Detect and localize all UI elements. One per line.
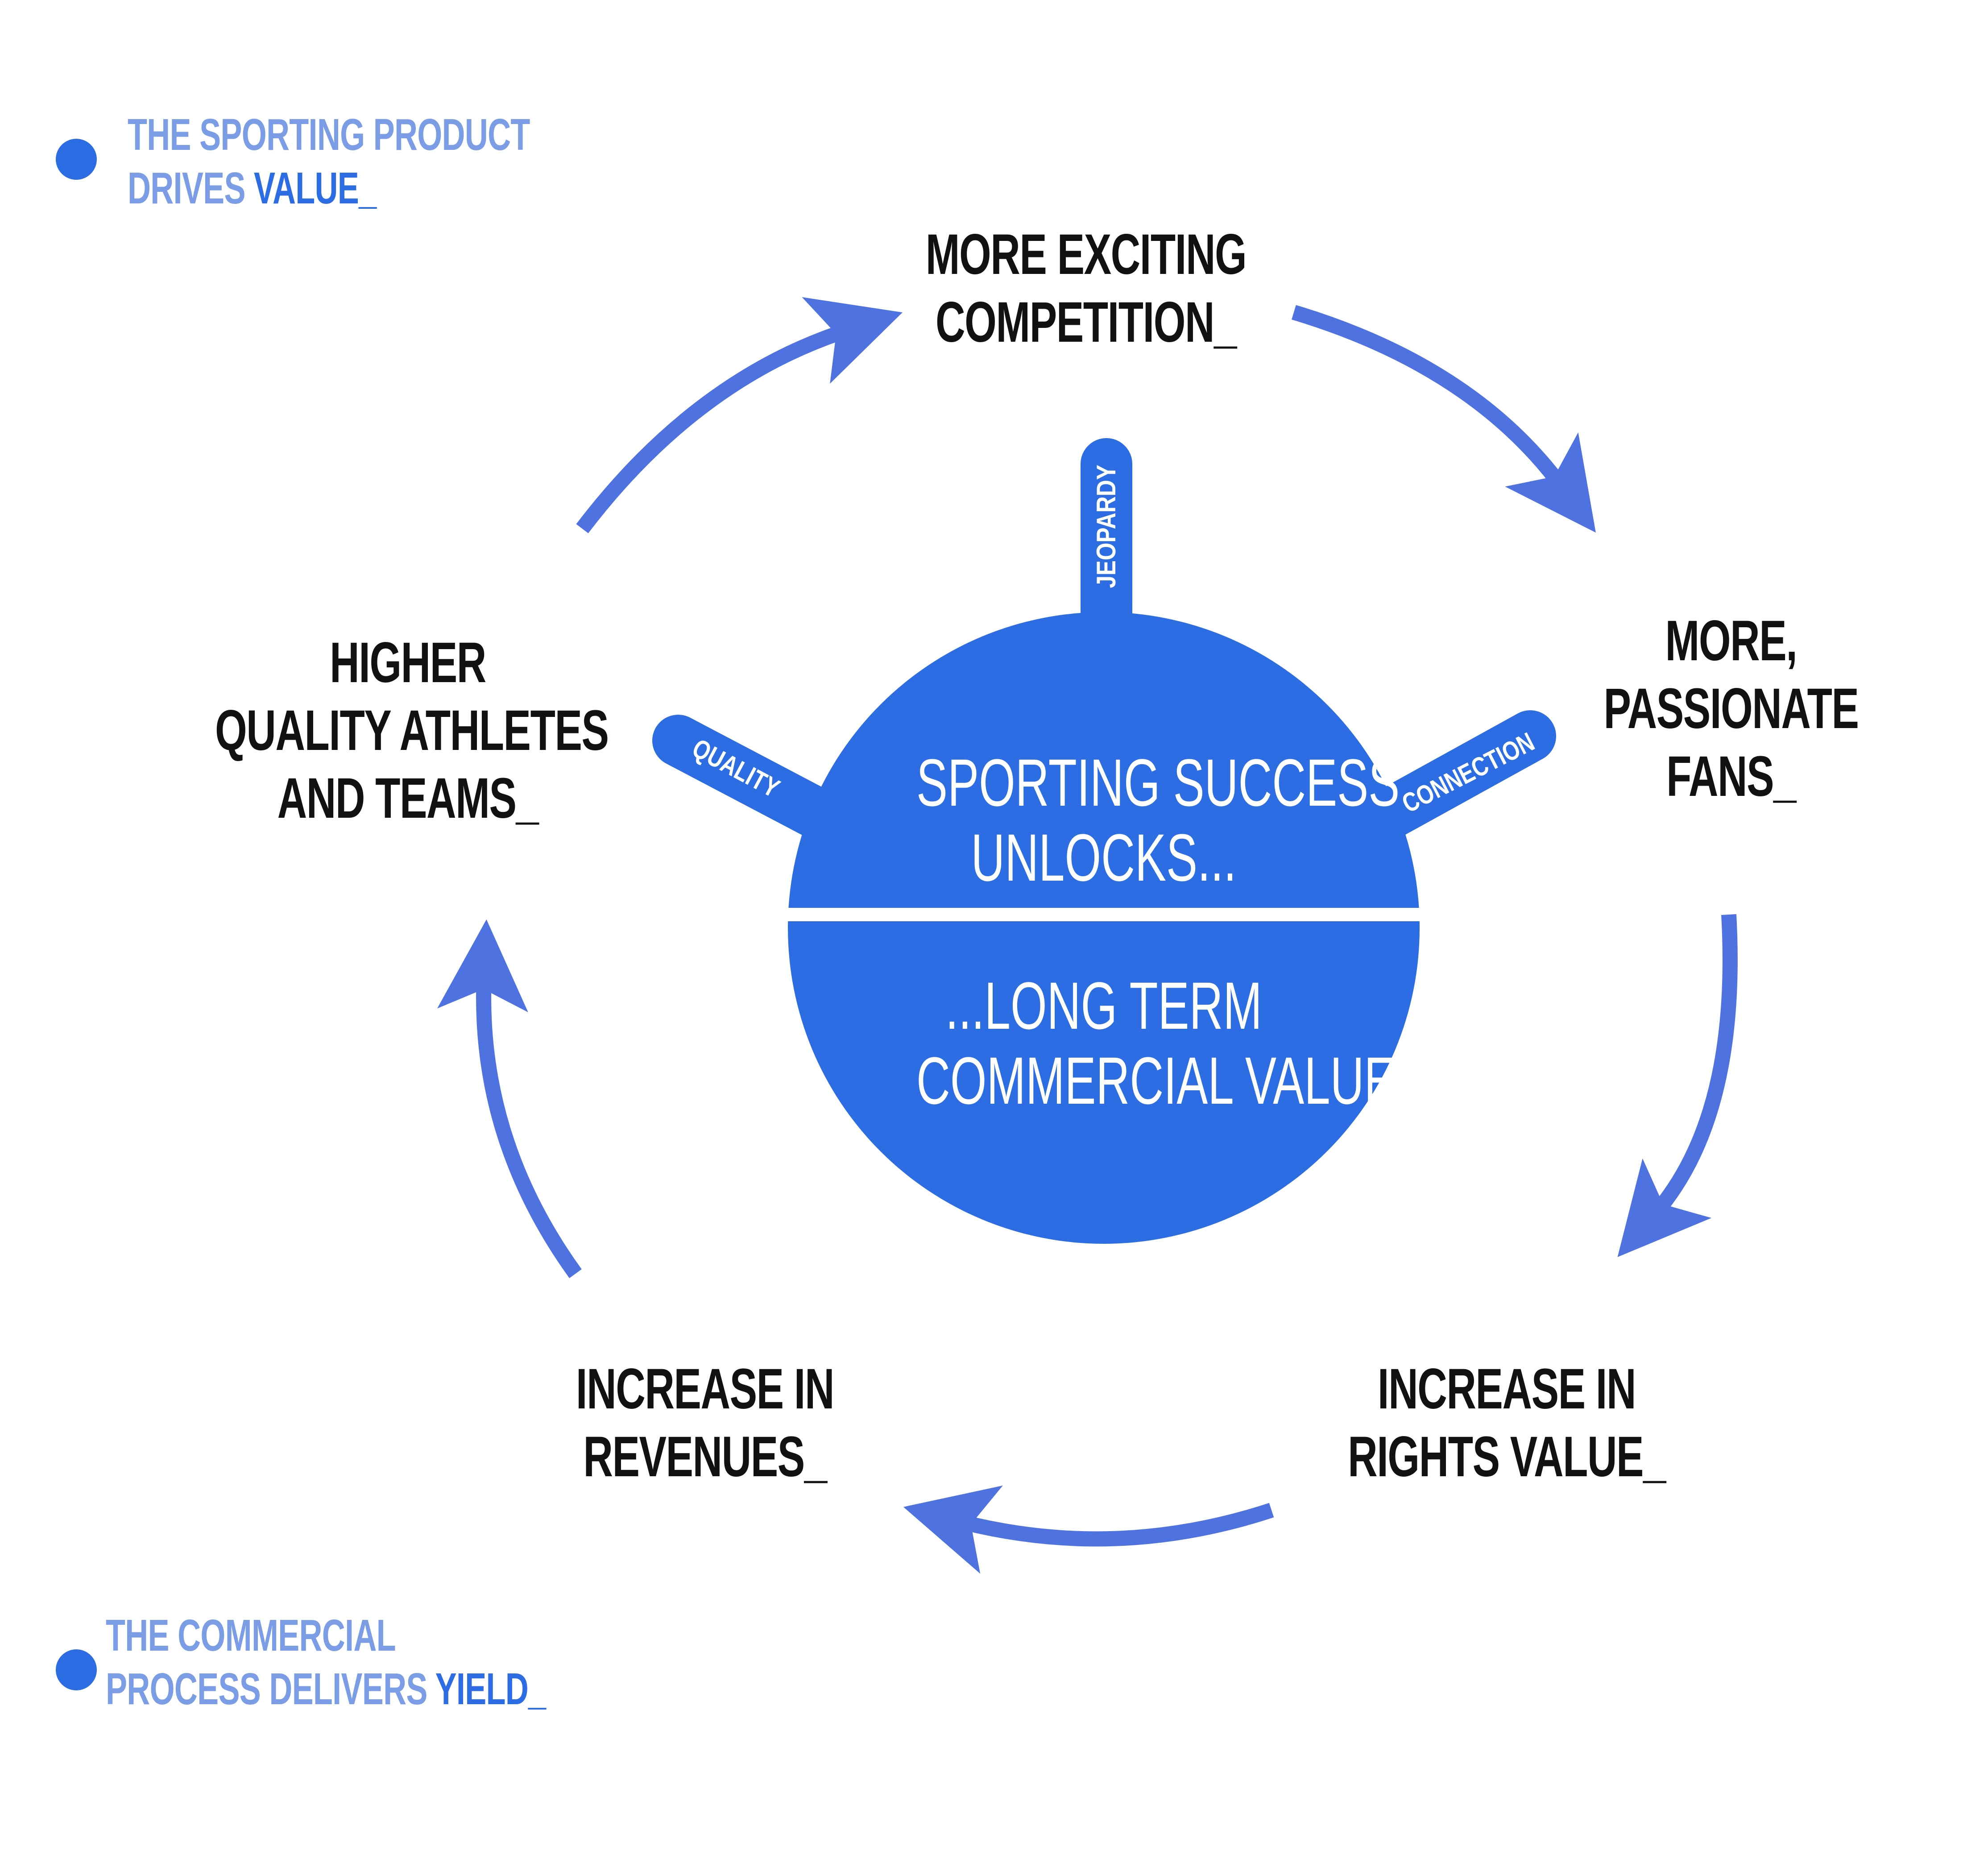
legend-sporting-highlight: VALUE_ [254, 163, 377, 213]
node-athletes-line3: AND TEAMS_ [277, 766, 539, 830]
legend-sporting-line2: DRIVES VALUE_ [128, 161, 530, 215]
node-rights-line1: INCREASE IN [1377, 1357, 1636, 1421]
center-lower-line1: ...LONG TERM [945, 968, 1262, 1043]
node-rights-line2: RIGHTS VALUE_ [1348, 1425, 1666, 1489]
center-lower-text: ...LONG TERM COMMERCIAL VALUE [836, 968, 1396, 1118]
center-circle-lower [788, 921, 1420, 1244]
center-circle-upper [788, 612, 1419, 908]
node-fans-line1: MORE, [1665, 609, 1797, 673]
legend-commercial-process: THE COMMERCIAL PROCESS DELIVERS YIELD_ [106, 1609, 717, 1716]
node-athletes-line1: HIGHER [330, 631, 486, 695]
node-increase-revenues: INCREASE IN REVENUES_ [437, 1355, 973, 1491]
node-competition-line1: MORE EXCITING [925, 223, 1247, 286]
arrow-rights-to-revenues [903, 1485, 1274, 1574]
arrow-revenues-to-athletes [437, 919, 582, 1278]
legend-commercial-highlight: YIELD_ [435, 1664, 546, 1714]
center-upper-line2: UNLOCKS... [971, 820, 1237, 895]
center-lower-line2: COMMERCIAL VALUE [916, 1043, 1396, 1118]
node-fans-line3: FANS_ [1666, 745, 1796, 808]
node-competition-line2: COMPETITION_ [936, 290, 1237, 354]
spoke-label-jeopardy: JEOPARDY [1091, 465, 1121, 588]
node-more-exciting-competition: MORE EXCITING COMPETITION_ [818, 221, 1354, 356]
arrow-athletes-to-competition [576, 297, 903, 534]
legend-commercial-line2: PROCESS DELIVERS YIELD_ [106, 1662, 546, 1716]
legend-commercial-line1: THE COMMERCIAL [106, 1611, 396, 1660]
legend-commercial-prefix: PROCESS DELIVERS [106, 1664, 435, 1714]
node-passionate-fans: MORE, PASSIONATE FANS_ [1463, 607, 1988, 811]
legend-sporting-prefix: DRIVES [128, 163, 254, 213]
legend-sporting-product: THE SPORTING PRODUCT DRIVES VALUE_ [128, 108, 686, 215]
node-increase-rights-value: INCREASE IN RIGHTS VALUE_ [1239, 1355, 1774, 1491]
center-upper-text: SPORTING SUCCESS UNLOCKS... [836, 745, 1400, 895]
node-athletes-line2: QUALITY ATHLETES [215, 699, 609, 762]
legend-dot-sporting [56, 139, 97, 180]
node-revenues-line1: INCREASE IN [576, 1357, 835, 1421]
node-higher-quality-athletes: HIGHER QUALITY ATHLETES AND TEAMS_ [140, 629, 675, 832]
center-upper-line1: SPORTING SUCCESS [916, 745, 1400, 820]
node-fans-line2: PASSIONATE [1603, 677, 1859, 741]
legend-dot-commercial [56, 1649, 97, 1690]
arrow-fans-to-rights [1617, 914, 1738, 1257]
node-revenues-line2: REVENUES_ [583, 1425, 827, 1489]
legend-sporting-line1: THE SPORTING PRODUCT [128, 110, 530, 160]
arrow-competition-to-fans [1292, 305, 1596, 533]
